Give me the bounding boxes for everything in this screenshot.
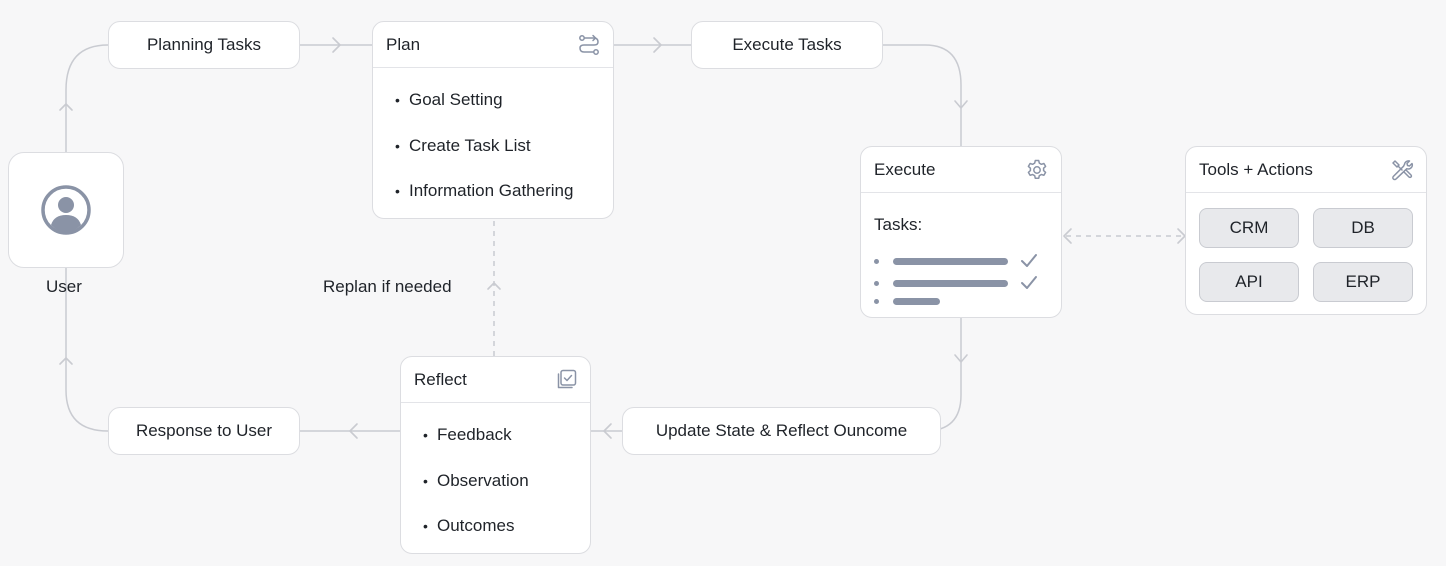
reflect-card: Reflect •Feedback •Observation •Outcomes: [400, 356, 591, 554]
chip-crm: CRM: [1199, 208, 1299, 248]
user-label: User: [46, 277, 82, 296]
response-to-user-label: Response to User: [135, 421, 273, 440]
execute-title: Execute: [874, 159, 936, 179]
task-bar: [893, 258, 1008, 265]
list-item: •Outcomes: [423, 516, 515, 535]
check-icon: [1021, 276, 1037, 289]
list-item: •Create Task List: [395, 136, 531, 155]
reflect-header: Reflect: [401, 357, 590, 403]
user-node: [8, 152, 124, 268]
planning-tasks-node: Planning Tasks: [108, 21, 300, 69]
update-state-node: Update State & Reflect Ouncome: [622, 407, 941, 455]
chip-api: API: [1199, 262, 1299, 302]
chip-erp: ERP: [1313, 262, 1413, 302]
list-item: •Observation: [423, 471, 529, 490]
route-icon: [577, 33, 601, 57]
response-to-user-node: Response to User: [108, 407, 300, 455]
replan-label: Replan if needed: [323, 277, 452, 296]
plan-card: Plan •Goal Setting •Create Task List •In…: [372, 21, 614, 219]
list-item: •Feedback: [423, 425, 512, 444]
chip-db: DB: [1313, 208, 1413, 248]
plan-title: Plan: [386, 34, 421, 54]
execute-tasks-node: Execute Tasks: [691, 21, 883, 69]
list-item: •Information Gathering: [395, 181, 574, 200]
user-circle-icon: [41, 185, 91, 235]
execute-tasks-label: Execute Tasks: [732, 35, 842, 54]
gear-icon: [1025, 158, 1049, 182]
reflect-title: Reflect: [414, 369, 467, 389]
execute-header: Execute: [861, 147, 1061, 193]
check-icon: [1021, 254, 1037, 267]
plan-header: Plan: [373, 22, 613, 68]
tools-card: Tools + Actions CRM DB API ERP: [1185, 146, 1427, 315]
task-bar: [893, 298, 940, 305]
execute-card: Execute Tasks:: [860, 146, 1062, 318]
tools-title: Tools + Actions: [1199, 159, 1313, 179]
list-item: •Goal Setting: [395, 90, 503, 109]
tasks-label: Tasks:: [874, 215, 923, 234]
update-state-label: Update State & Reflect Ouncome: [655, 421, 908, 440]
tools-header: Tools + Actions: [1186, 147, 1426, 193]
planning-tasks-label: Planning Tasks: [146, 35, 262, 54]
tools-icon: [1390, 158, 1414, 182]
checklist-icon: [554, 368, 578, 392]
task-bar: [893, 280, 1008, 287]
